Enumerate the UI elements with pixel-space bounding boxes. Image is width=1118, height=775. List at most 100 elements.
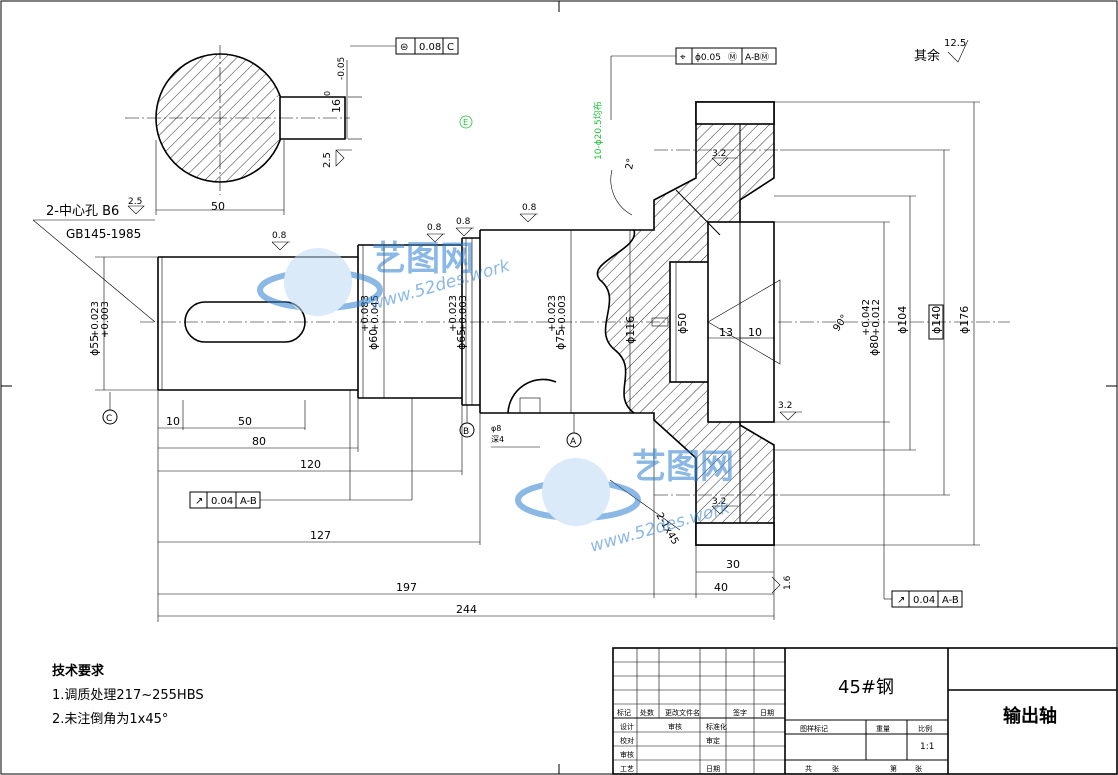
roughness-value: 0.8 [456,217,471,227]
d116-label: ϕ116 [624,316,637,344]
watermark-brand: 艺图网 [372,239,474,279]
sheet-label: 张 [832,764,839,773]
role-label: 审核 [668,722,682,731]
d50-label: ϕ50 [676,313,689,334]
d75-up: +0.023 [547,295,558,332]
keyway-tol-low: -0.05 [337,57,347,80]
d104-label: ϕ104 [896,306,909,334]
shaft-profile [140,229,1010,414]
center-hole-line1: 2-中心孔 B6 [46,204,119,219]
center-hole-line2: GB145-1985 [66,227,141,241]
runout-icon: ↗ [195,496,203,507]
runout-fcf-left [189,491,412,509]
len-13: 13 [719,326,733,339]
flange-fcf-modifier: Ⓜ [728,52,737,63]
d60-low: +0.045 [370,295,381,332]
keyway-depth-label: 16 [330,99,343,113]
center-hole-roughness: 2.5 [128,197,142,207]
role-label: 审定 [706,736,720,745]
length-dimensions [157,337,775,622]
part-title: 输出轴 [1003,705,1057,727]
datum-b: B [463,427,469,437]
title-block [612,647,1118,775]
len-10b: 10 [748,326,762,339]
runout-left-value: 0.04 [211,496,233,507]
d55-up: +0.023 [90,301,101,338]
flange-hole-label: E [463,118,468,127]
roughness-other-label: 其余 [914,48,940,64]
roughness-value: 1.6 [783,575,793,590]
len-244: 244 [456,603,477,616]
runout-right-datum: A-B [942,595,959,606]
tech-item-2: 2.未注倒角为1x45° [52,712,168,727]
stage-header: 比例 [918,724,932,733]
roughness-value: 3.2 [712,149,726,159]
flange-fcf-datum: A-BⓂ [745,52,769,63]
rev-header: 处数 [640,708,654,717]
roughness-value: 3.2 [712,497,726,507]
section-roughness: 2.5 [322,152,333,168]
role-label: 标准化 [706,722,727,731]
datum-a: A [570,437,577,447]
d80-low: +0.012 [871,299,882,336]
sheet-label: 张 [915,764,922,773]
sheet-label: 第 [890,764,897,773]
roughness-value: 0.8 [272,231,287,241]
roughness-value: 0.8 [522,203,537,213]
d60-up: +0.083 [360,295,371,332]
rev-header: 签字 [733,708,747,717]
keyway-tol-up: 0 [323,91,332,96]
material-label: 45#钢 [838,677,894,698]
shaft-cross-section [125,45,362,215]
role-label: 设计 [620,722,634,731]
len-10: 10 [166,415,180,428]
len-80: 80 [252,435,266,448]
len-40: 40 [714,581,728,594]
scale-value: 1:1 [920,742,934,752]
section-width-label: 50 [211,200,225,213]
len-30: 30 [726,558,740,571]
section-fcf-datum: C [447,42,454,53]
d75-low: +0.003 [557,295,568,332]
d65-base: ϕ65 [455,329,468,350]
watermark-logo: 艺图网 www.52des.work [257,239,513,316]
groove-note-1: φ8 [491,424,501,433]
roughness-symbols [271,39,969,594]
role-label: 审核 [620,750,634,759]
datum-c: C [106,414,112,424]
d65-up: +0.023 [448,295,459,332]
counterbore [707,221,775,423]
watermark-brand: 艺图网 [632,447,734,487]
rev-header: 日期 [760,709,774,717]
rev-header: 更改文件名 [665,708,700,717]
runout-icon: ↗ [897,595,905,606]
roughness-other-value: 12.5 [944,38,966,49]
position-icon: ⌖ [680,52,686,63]
diameter-dimensions [95,101,980,546]
flange-fcf-value: ϕ0.05 [695,53,721,63]
flange-hole-angle: 2° [624,157,637,170]
groove-note-2: 深4 [491,435,504,444]
roughness-value: 0.8 [427,223,442,233]
role-label: 校对 [620,736,634,745]
flange-position-fcf [610,47,777,120]
stage-header: 图样标记 [800,724,828,733]
d55-base: ϕ55 [88,335,101,356]
rev-header: 标记 [617,708,631,717]
d140-label: ϕ140 [930,306,943,334]
len-120: 120 [300,458,321,471]
d55-low: +0.003 [100,301,111,338]
len-127: 127 [310,529,331,542]
tech-item-1: 1.调质处理217~255HBS [52,688,204,703]
d75-base: ϕ75 [554,329,567,350]
len-50: 50 [238,415,252,428]
d176-label: ϕ176 [958,306,971,334]
tech-heading: 技术要求 [52,663,105,679]
role-label: 工艺 [620,765,634,773]
runout-left-datum: A-B [240,496,257,507]
stage-header: 重量 [876,725,890,733]
sheet-label: 共 [805,764,812,773]
runout-fcf-right [883,422,963,608]
